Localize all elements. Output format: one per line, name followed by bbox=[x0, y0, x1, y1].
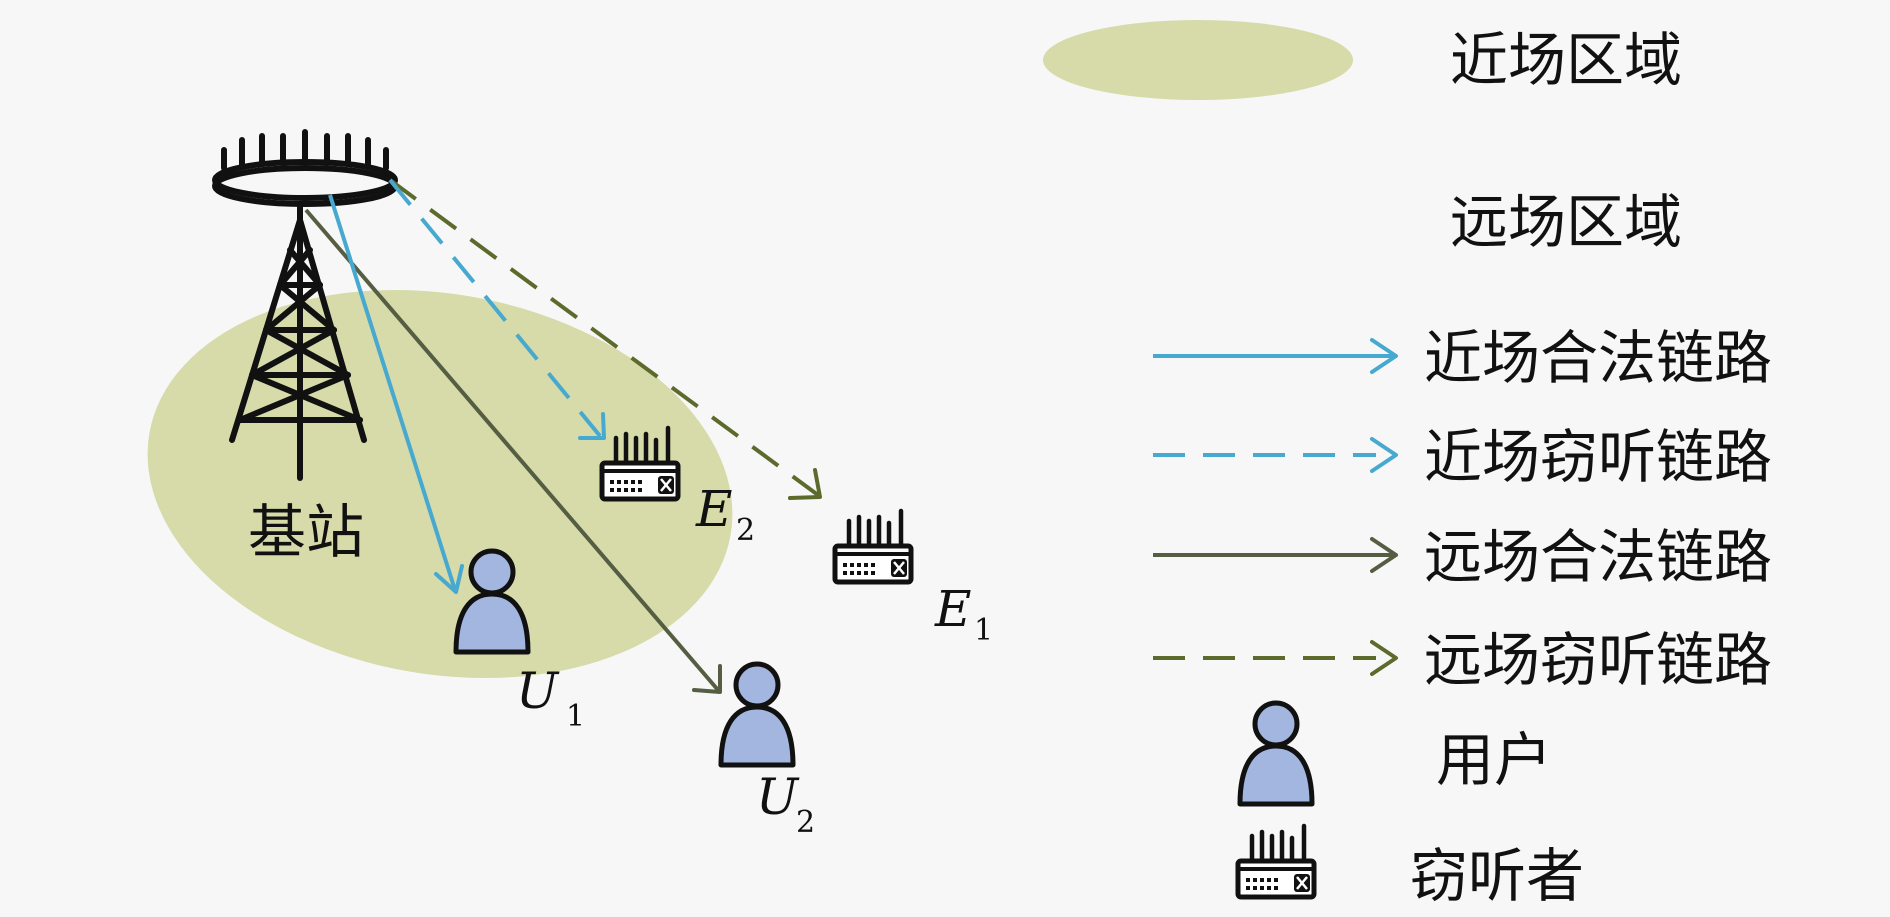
legend-far-legit-swatch bbox=[1153, 537, 1398, 573]
label-e1-subscript: 1 bbox=[974, 613, 993, 648]
near-eaves-link-to-e2 bbox=[388, 178, 602, 438]
base-station-label: 基站 bbox=[248, 498, 364, 566]
legend: 近场区域 远场区域 近场合法链路 近场窃听链路 远场合法链路 远场窃听链路 用户… bbox=[1043, 20, 1772, 910]
legend-eavesdropper-label: 窃听者 bbox=[1410, 842, 1584, 910]
legend-near-region-swatch bbox=[1043, 20, 1353, 100]
legend-near-eaves-swatch bbox=[1153, 437, 1398, 473]
label-e1-symbol: E bbox=[934, 580, 972, 638]
legend-far-eaves-label: 远场窃听链路 bbox=[1424, 626, 1772, 694]
legend-far-eaves-swatch bbox=[1153, 640, 1398, 676]
label-u1-symbol: U bbox=[516, 662, 560, 720]
label-e2-subscript: 2 bbox=[736, 513, 755, 548]
legend-far-region-label: 远场区域 bbox=[1450, 188, 1682, 256]
antenna-tower-icon bbox=[212, 129, 398, 481]
legend-near-eaves-label: 近场窃听链路 bbox=[1424, 423, 1772, 491]
legend-person-icon bbox=[1240, 703, 1312, 804]
legend-user-label: 用户 bbox=[1436, 726, 1552, 794]
label-u1: U 1 bbox=[516, 662, 585, 734]
near-field-region bbox=[147, 290, 733, 678]
legend-near-region-label: 近场区域 bbox=[1450, 26, 1682, 94]
label-e2-symbol: E bbox=[695, 480, 733, 538]
label-e2: E 2 bbox=[695, 480, 755, 548]
legend-far-legit-label: 远场合法链路 bbox=[1424, 523, 1772, 591]
user-u2-person-icon bbox=[721, 664, 793, 765]
label-u2-subscript: 2 bbox=[796, 805, 815, 840]
far-legit-link-to-u2 bbox=[304, 208, 720, 692]
legend-near-legit-swatch bbox=[1153, 338, 1398, 374]
eavesdropper-e1-router-icon bbox=[835, 511, 911, 582]
label-u2: U 2 bbox=[756, 768, 815, 840]
legend-near-legit-label: 近场合法链路 bbox=[1424, 324, 1772, 392]
label-u1-subscript: 1 bbox=[566, 699, 585, 734]
label-e1: E 1 bbox=[934, 580, 993, 648]
near-legit-link-to-u1 bbox=[328, 194, 457, 591]
legend-router-icon bbox=[1238, 826, 1314, 897]
label-u2-symbol: U bbox=[756, 768, 800, 826]
far-eaves-link-to-e1 bbox=[388, 178, 820, 497]
scene-links bbox=[304, 178, 822, 694]
